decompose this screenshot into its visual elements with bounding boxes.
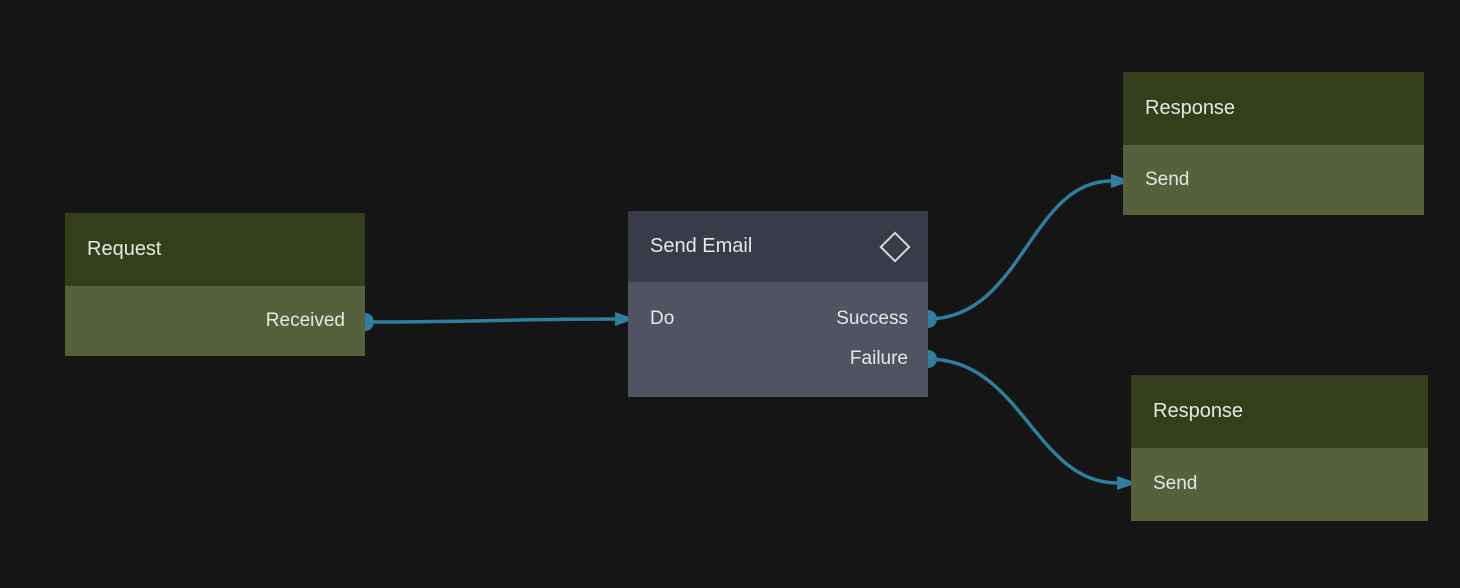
- output-port-success[interactable]: Success: [836, 308, 908, 329]
- node-request-title: Request: [87, 238, 162, 260]
- output-port-received[interactable]: Received: [265, 310, 345, 331]
- edge-received-to-do[interactable]: [364, 317, 616, 324]
- node-send-email-body: Do Success Failure: [628, 282, 928, 397]
- node-send-email[interactable]: Send Email Do Success Failure: [628, 211, 928, 397]
- node-send-email-title: Send Email: [650, 235, 753, 257]
- edge-failure-to-send[interactable]: [927, 357, 1118, 485]
- node-response-top-header[interactable]: Response: [1123, 72, 1424, 145]
- node-response-top[interactable]: Response Send: [1123, 72, 1424, 215]
- node-request-header[interactable]: Request: [65, 213, 365, 286]
- node-send-email-header[interactable]: Send Email: [628, 211, 928, 282]
- node-response-bottom[interactable]: Response Send: [1131, 375, 1428, 521]
- node-response-top-body: Send: [1123, 145, 1424, 215]
- input-port-send-top[interactable]: Send: [1145, 169, 1190, 190]
- node-response-bottom-title: Response: [1153, 400, 1244, 422]
- node-response-bottom-body: Send: [1131, 448, 1428, 521]
- node-request[interactable]: Request Received: [65, 213, 365, 356]
- output-port-failure[interactable]: Failure: [849, 348, 908, 369]
- input-port-do[interactable]: Do: [650, 308, 675, 329]
- edge-success-to-send[interactable]: [927, 179, 1112, 321]
- input-port-send-bottom[interactable]: Send: [1153, 473, 1198, 494]
- edge-received-to-do-arrowhead: [615, 312, 635, 326]
- edge-failure-to-send-arrowhead: [1117, 476, 1137, 490]
- edge-success-to-send-arrowhead: [1111, 174, 1131, 188]
- node-response-bottom-header[interactable]: Response: [1131, 375, 1428, 448]
- node-response-top-title: Response: [1145, 97, 1236, 119]
- diamond-icon: [879, 230, 911, 263]
- node-request-body: Received: [65, 286, 365, 356]
